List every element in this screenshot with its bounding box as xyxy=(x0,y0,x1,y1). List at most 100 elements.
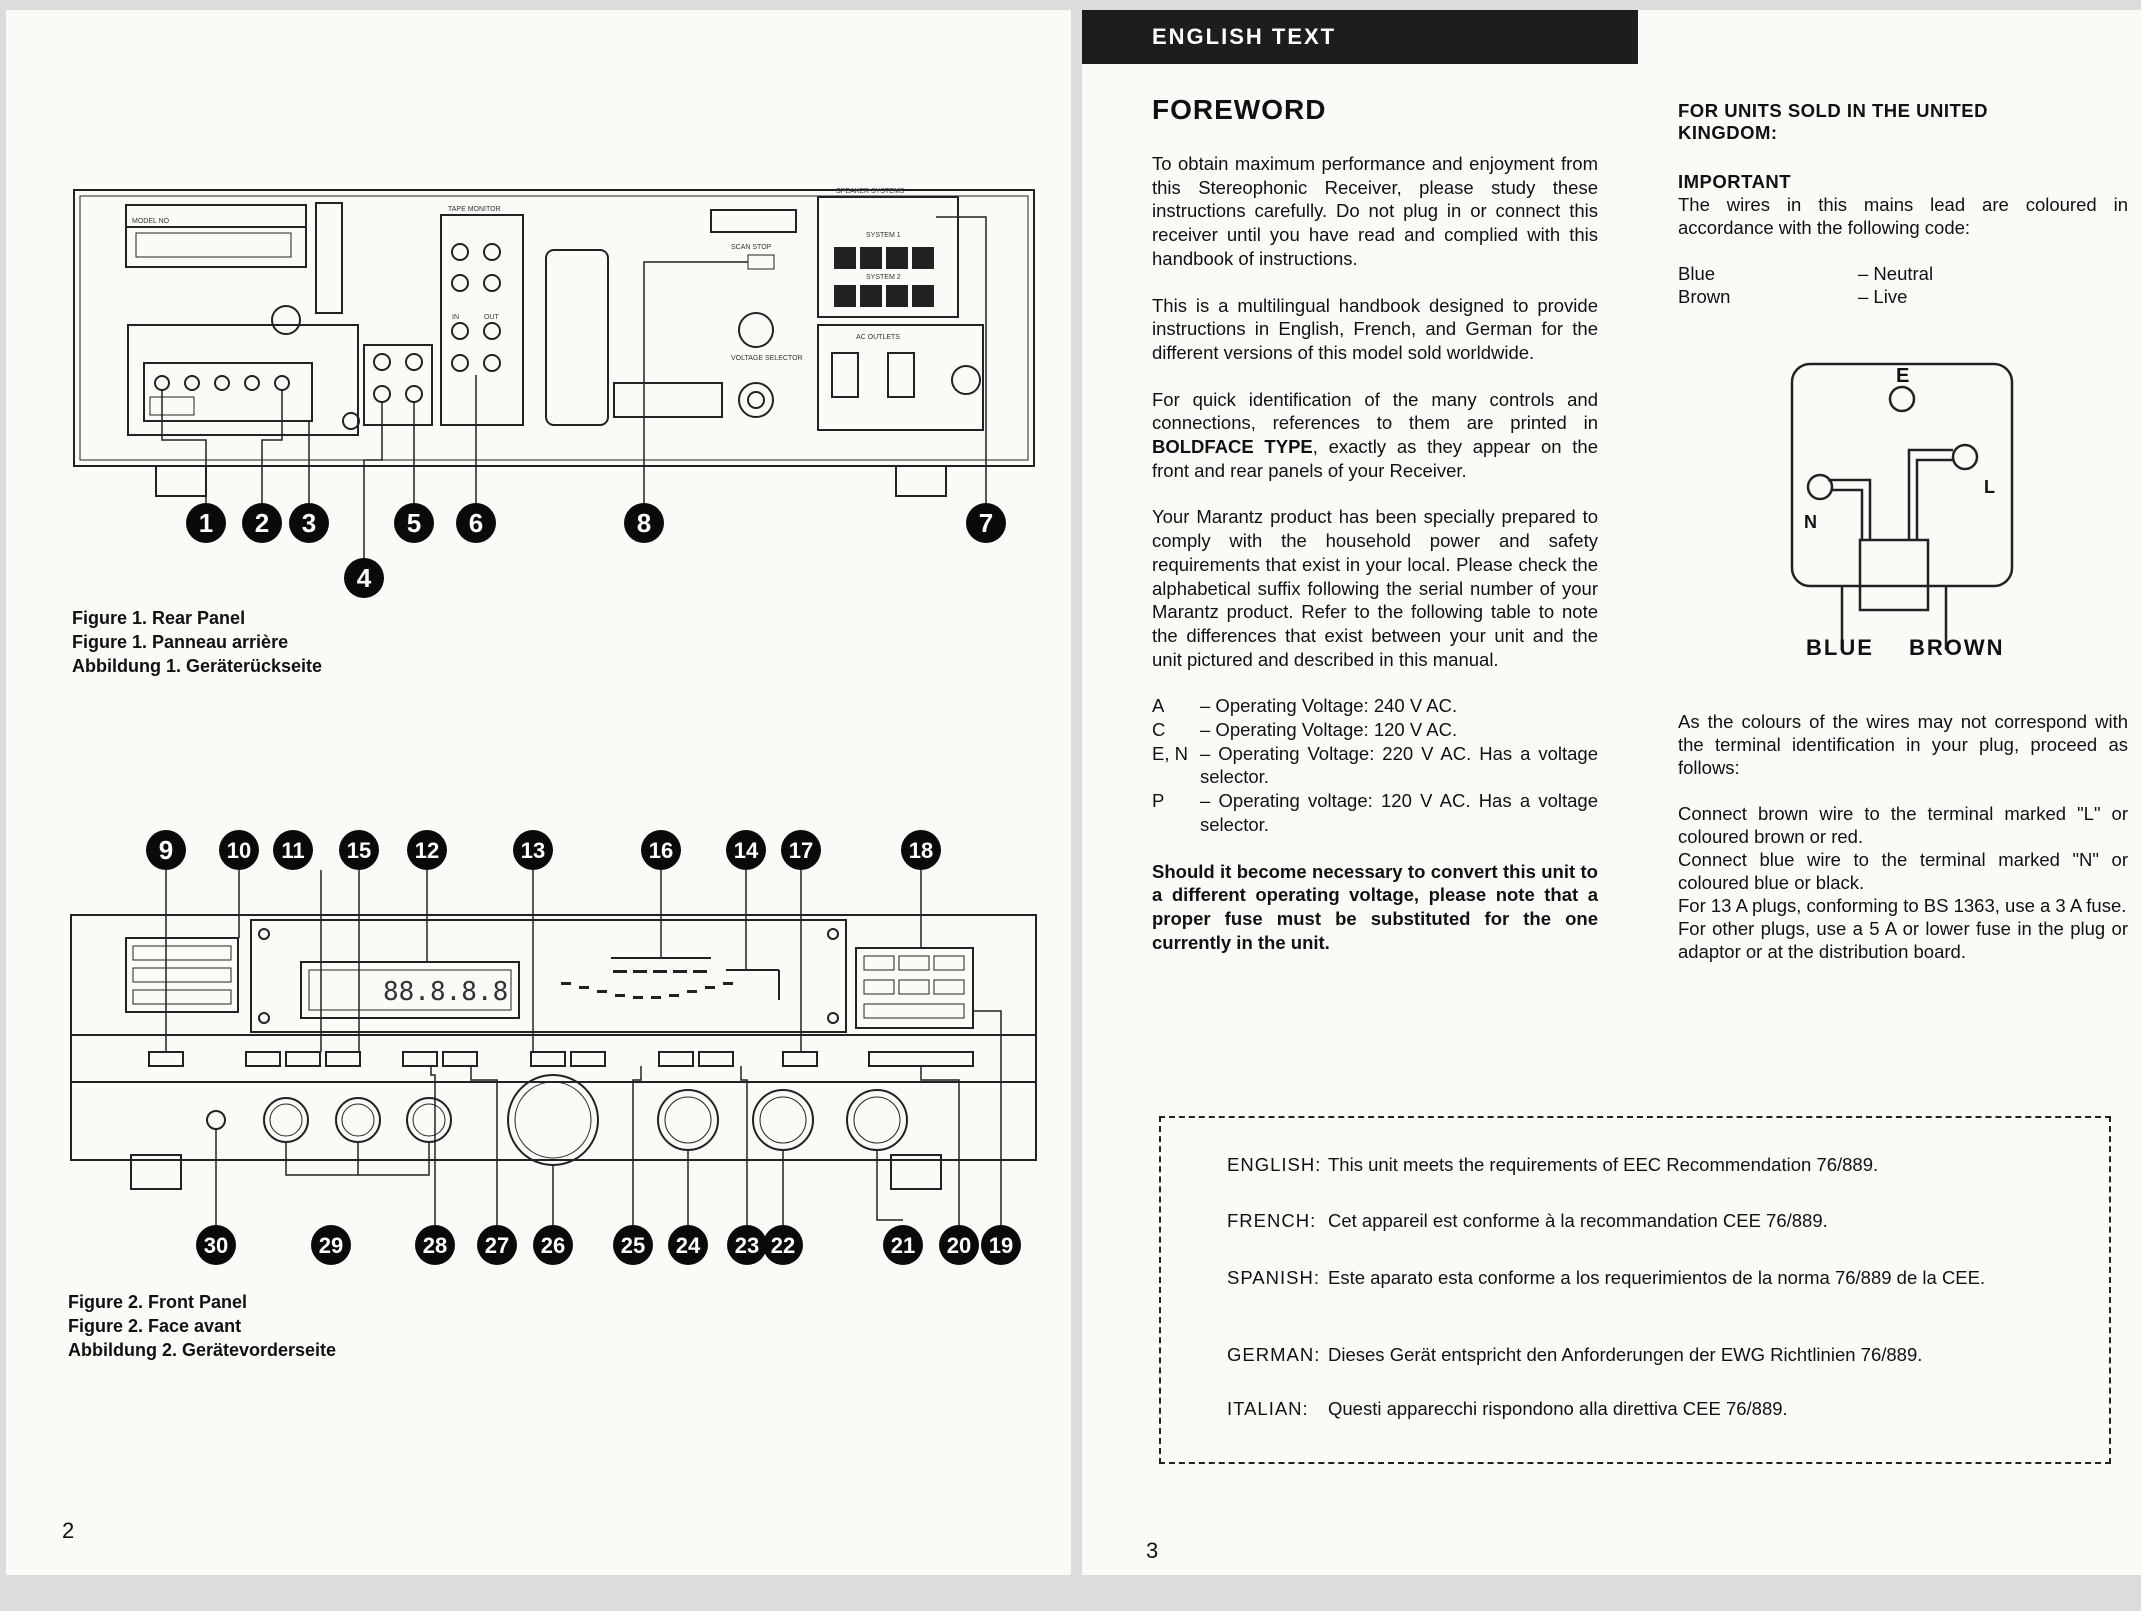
callout-number-24: 24 xyxy=(676,1233,701,1258)
callout-number-29: 29 xyxy=(319,1233,343,1258)
compliance-row-german: GERMAN:Dieses Gerät entspricht den Anfor… xyxy=(1227,1344,1923,1365)
callout-number-25: 25 xyxy=(621,1233,645,1258)
callout-marker-17 xyxy=(781,830,821,870)
compliance-row-spanish: SPANISH:Este aparato esta conforme a los… xyxy=(1227,1267,1986,1288)
callout-number-18: 18 xyxy=(909,838,933,863)
callout-marker-25 xyxy=(613,1225,653,1265)
compliance-row-french: FRENCH:Cet appareil est conforme à la re… xyxy=(1227,1210,1828,1231)
callout-number-23: 23 xyxy=(735,1233,759,1258)
rear-panel-diagram: TAPE MONITOR SPEAKER SYSTEMS SYSTEM 1 SY… xyxy=(73,188,1035,598)
callout-number-1: 1 xyxy=(199,508,213,538)
callout-marker-8 xyxy=(624,503,664,543)
callout-marker-20 xyxy=(939,1225,979,1265)
brown-wire-label: BROWN xyxy=(1909,635,2005,660)
callout-marker-16 xyxy=(641,830,681,870)
callout-marker-5 xyxy=(394,503,434,543)
uk-step: For other plugs, use a 5 A or lower fuse… xyxy=(1678,918,2128,962)
callout-number-14: 14 xyxy=(734,838,759,863)
callout-number-21: 21 xyxy=(891,1233,915,1258)
foreword-paragraph-3: For quick identification of the many con… xyxy=(1152,388,1598,481)
plug-wiring-diagram: E N L BLUE BROWN xyxy=(1790,362,2014,660)
figure1-caption-de: Abbildung 1. Geräterückseite xyxy=(72,656,323,676)
figure2-caption-fr: Figure 2. Face avant xyxy=(68,1316,242,1336)
wire-colour-table: Blue– Neutral Brown– Live xyxy=(1678,262,2128,308)
callout-number-5: 5 xyxy=(407,508,421,538)
fuse-warning: Should it become necessary to convert th… xyxy=(1152,860,1598,953)
callout-number-6: 6 xyxy=(469,508,483,538)
callout-marker-14 xyxy=(726,830,766,870)
foreword-body: To obtain maximum performance and enjoym… xyxy=(1152,152,1598,977)
callout-number-17: 17 xyxy=(789,838,813,863)
voltage-row: E, N– Operating Voltage: 220 V AC. Has a… xyxy=(1152,742,1598,788)
uk-step: Connect brown wire to the terminal marke… xyxy=(1678,803,2128,847)
callout-number-9: 9 xyxy=(159,835,173,865)
callout-number-12: 12 xyxy=(415,838,439,863)
tape-monitor-label: TAPE MONITOR xyxy=(448,206,501,213)
wire-role: – Neutral xyxy=(1858,263,1934,284)
figure1-caption-fr: Figure 1. Panneau arrière xyxy=(72,632,289,652)
rear-panel-outline xyxy=(73,189,1035,467)
uk-step: For 13 A plugs, conforming to BS 1363, u… xyxy=(1678,895,2127,916)
foreword-paragraph-4: Your Marantz product has been specially … xyxy=(1152,506,1598,670)
system1-label: SYSTEM 1 xyxy=(866,232,901,239)
callout-marker-22 xyxy=(763,1225,803,1265)
page-number-left: 2 xyxy=(62,1518,75,1543)
callout-number-8: 8 xyxy=(637,508,651,538)
important-heading: IMPORTANT xyxy=(1678,171,1792,192)
callout-number-27: 27 xyxy=(485,1233,509,1258)
wire-colour: Brown xyxy=(1678,286,1731,307)
callout-number-26: 26 xyxy=(541,1233,565,1258)
front-panel-outline xyxy=(70,914,1037,1161)
voltage-selector-label: VOLTAGE SELECTOR xyxy=(731,355,803,362)
in-label: IN xyxy=(452,314,459,321)
compliance-row-english: ENGLISH:This unit meets the requirements… xyxy=(1227,1154,1879,1175)
callout-number-15: 15 xyxy=(347,838,371,863)
scan-stop-label: SCAN STOP xyxy=(731,244,772,251)
callout-marker-27 xyxy=(477,1225,517,1265)
uk-intro: The wires in this mains lead are coloure… xyxy=(1678,194,2128,238)
callout-marker-2 xyxy=(242,503,282,543)
callout-marker-12 xyxy=(407,830,447,870)
earth-terminal-label: E xyxy=(1896,365,1909,387)
callout-marker-10 xyxy=(219,830,259,870)
wire-role: – Live xyxy=(1858,286,1908,307)
neutral-terminal-label: N xyxy=(1804,512,1817,532)
callout-marker-6 xyxy=(456,503,496,543)
english-text-banner: ENGLISH TEXT xyxy=(1082,10,1638,64)
callout-marker-28 xyxy=(415,1225,455,1265)
boldface-type-term: BOLDFACE TYPE xyxy=(1152,436,1313,458)
page-number-right: 3 xyxy=(1146,1538,1159,1563)
callout-marker-4 xyxy=(344,558,384,598)
callout-marker-29 xyxy=(311,1225,351,1265)
callout-number-28: 28 xyxy=(423,1233,447,1258)
compliance-row-italian: ITALIAN:Questi apparecchi rispondono all… xyxy=(1227,1398,1788,1419)
callout-marker-9 xyxy=(146,830,186,870)
figure2-caption-en: Figure 2. Front Panel xyxy=(68,1292,248,1312)
callout-marker-21 xyxy=(883,1225,923,1265)
figure2-caption-de: Abbildung 2. Gerätevorderseite xyxy=(68,1340,337,1360)
callout-number-7: 7 xyxy=(979,508,993,538)
foreword-paragraph-2: This is a multilingual handbook designed… xyxy=(1152,294,1598,363)
callout-number-22: 22 xyxy=(771,1233,795,1258)
right-page: ENGLISH TEXT FOREWORD To obtain maximum … xyxy=(1082,10,2141,1575)
figure1-caption-en: Figure 1. Rear Panel xyxy=(72,608,246,628)
voltage-row: P– Operating voltage: 120 V AC. Has a vo… xyxy=(1152,790,1598,835)
system2-label: SYSTEM 2 xyxy=(866,274,901,281)
eec-compliance-box: ENGLISH:This unit meets the requirements… xyxy=(1159,1116,2111,1464)
callout-marker-13 xyxy=(513,830,553,870)
callout-marker-3 xyxy=(289,503,329,543)
callout-marker-7 xyxy=(966,503,1006,543)
callout-marker-26 xyxy=(533,1225,573,1265)
callout-number-2: 2 xyxy=(255,508,269,538)
voltage-row: A– Operating Voltage: 240 V AC. xyxy=(1152,695,1458,717)
callout-number-11: 11 xyxy=(281,838,304,863)
figure1-caption: Figure 1. Rear Panel Figure 1. Panneau a… xyxy=(72,606,322,678)
speaker-systems-label: SPEAKER SYSTEMS xyxy=(836,188,905,195)
callout-marker-19 xyxy=(981,1225,1021,1265)
callout-number-30: 30 xyxy=(204,1233,228,1258)
voltage-row: C– Operating Voltage: 120 V AC. xyxy=(1152,719,1458,741)
callout-number-16: 16 xyxy=(649,838,673,863)
callout-number-20: 20 xyxy=(947,1233,971,1258)
